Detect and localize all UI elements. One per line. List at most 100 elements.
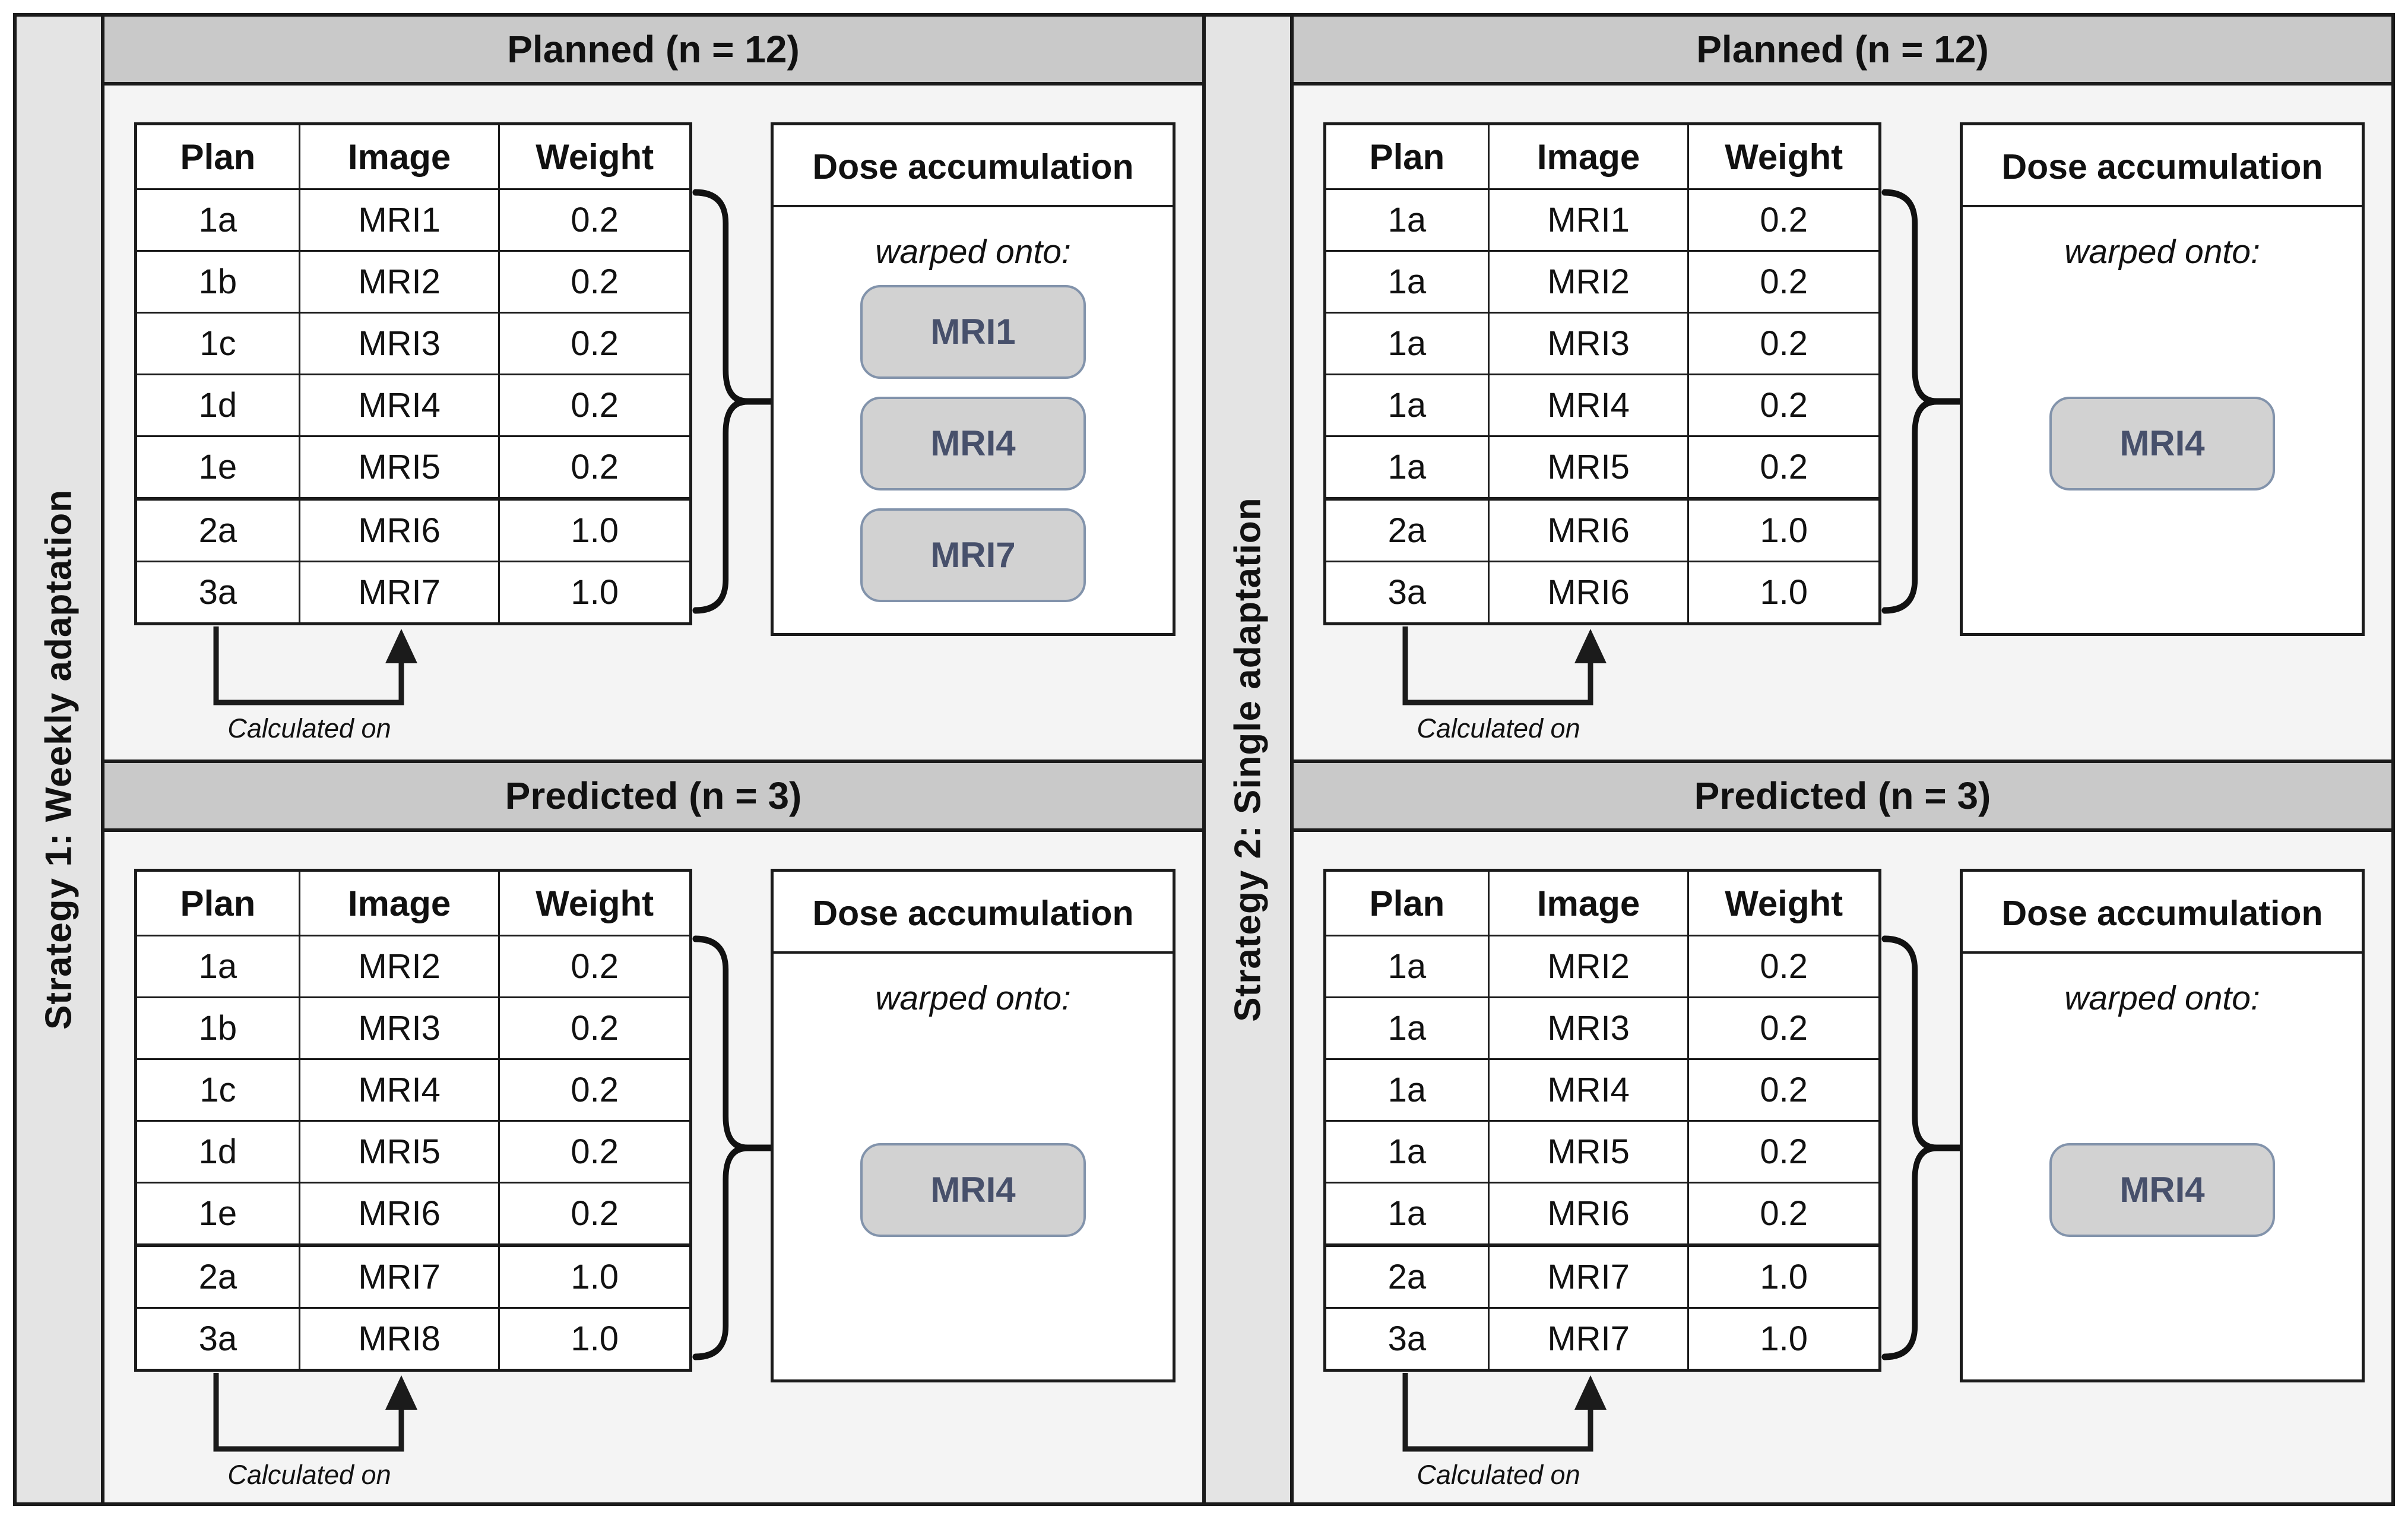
table-cell: 1b <box>135 996 300 1060</box>
calculated-on-zone: Calculated on <box>1323 1372 1881 1517</box>
column-header: Plan <box>135 123 300 190</box>
table-cell: MRI5 <box>298 1120 500 1183</box>
table-cell: 1.0 <box>1687 561 1881 625</box>
table-cell: 0.2 <box>498 1182 692 1246</box>
brace-connector <box>1881 932 1960 1364</box>
dose-accumulation-body: warped onto: MRI4 <box>1963 954 2362 1379</box>
table-cell: 1c <box>135 1058 300 1122</box>
table-cell: 2a <box>1324 497 1490 562</box>
column-header: Image <box>1487 869 1690 936</box>
calculated-on-label: Calculated on <box>227 713 391 743</box>
table-cell: 1a <box>1324 1182 1490 1246</box>
table-cell: MRI3 <box>1487 996 1690 1060</box>
column-header: Weight <box>498 123 692 190</box>
table-cell: 0.2 <box>1687 188 1881 252</box>
column-header: Weight <box>498 869 692 936</box>
table-cell: 0.2 <box>1687 435 1881 500</box>
strategy-1-label: Strategy 1: Weekly adaptation <box>38 489 80 1030</box>
table-cell: 1.0 <box>498 1243 692 1309</box>
dose-accumulation-body: warped onto: MRI4 <box>774 954 1173 1379</box>
calculated-on-zone: Calculated on <box>1323 625 1881 771</box>
table-cell: MRI7 <box>298 1243 500 1309</box>
table-cell: MRI4 <box>1487 1058 1690 1122</box>
table-cell: MRI2 <box>298 250 500 314</box>
brace-connector <box>1881 185 1960 618</box>
planned-header: Planned (n = 12) <box>1294 17 2391 86</box>
mri-target-chip: MRI1 <box>860 284 1086 379</box>
table-cell: 1e <box>135 435 300 500</box>
table-cell: 1a <box>1324 935 1490 998</box>
table-header-row: Plan Image Weight <box>135 123 692 190</box>
table-cell: MRI5 <box>298 435 500 500</box>
table-cell: MRI6 <box>298 497 500 562</box>
table-cell: 1e <box>135 1182 300 1246</box>
dose-accumulation-body: warped onto: MRI4 <box>1963 207 2362 633</box>
warped-onto-label: warped onto: <box>875 233 1071 271</box>
brace-connector <box>692 932 771 1364</box>
table-cell: 3a <box>135 561 300 625</box>
table-cell: 0.2 <box>498 312 692 375</box>
calculated-on-arrow <box>213 626 417 705</box>
table-cell: 0.2 <box>498 1120 692 1183</box>
table-cell: 0.2 <box>1687 250 1881 314</box>
table-cell: 0.2 <box>498 1058 692 1122</box>
table-cell: MRI8 <box>298 1307 500 1371</box>
table-cell: 1b <box>135 250 300 314</box>
table-cell: MRI3 <box>298 996 500 1060</box>
dose-accumulation-title: Dose accumulation <box>774 872 1173 954</box>
table-cell: 3a <box>1324 1307 1490 1371</box>
table-cell: MRI2 <box>298 935 500 998</box>
table-cell: 0.2 <box>1687 1120 1881 1183</box>
table-cell: 1a <box>135 935 300 998</box>
warped-onto-label: warped onto: <box>2064 233 2260 271</box>
table-cell: MRI5 <box>1487 435 1690 500</box>
table-cell: 0.2 <box>498 250 692 314</box>
sidebar-strategy-1: Strategy 1: Weekly adaptation <box>17 17 104 1502</box>
table-cell: 0.2 <box>1687 374 1881 437</box>
table-cell: MRI6 <box>1487 497 1690 562</box>
strategy-2-label: Strategy 2: Single adaptation <box>1227 497 1269 1022</box>
table-cell: 1a <box>1324 374 1490 437</box>
table-cell: 1.0 <box>498 561 692 625</box>
dose-accumulation-box: Dose accumulation warped onto: MRI4 <box>1960 122 2365 636</box>
table-header-row: Plan Image Weight <box>135 869 692 936</box>
calculated-on-arrow <box>1402 626 1607 705</box>
calculated-on-zone: Calculated on <box>134 625 692 771</box>
table-cell: 0.2 <box>498 996 692 1060</box>
column-header: Plan <box>1324 123 1490 190</box>
mri-target-chip: MRI4 <box>860 396 1086 490</box>
calculated-on-label: Calculated on <box>1417 713 1580 743</box>
table-header-row: Plan Image Weight <box>1324 123 1881 190</box>
dose-accumulation-title: Dose accumulation <box>774 125 1173 207</box>
sidebar-strategy-2: Strategy 2: Single adaptation <box>1202 17 1294 1502</box>
calculated-on-zone: Calculated on <box>134 1372 692 1517</box>
table-cell: MRI6 <box>1487 561 1690 625</box>
table-cell: MRI2 <box>1487 935 1690 998</box>
warped-onto-label: warped onto: <box>2064 979 2260 1017</box>
table-cell: MRI1 <box>1487 188 1690 252</box>
table-cell: 2a <box>1324 1243 1490 1309</box>
table-cell: MRI4 <box>298 1058 500 1122</box>
table-cell: MRI4 <box>298 374 500 437</box>
